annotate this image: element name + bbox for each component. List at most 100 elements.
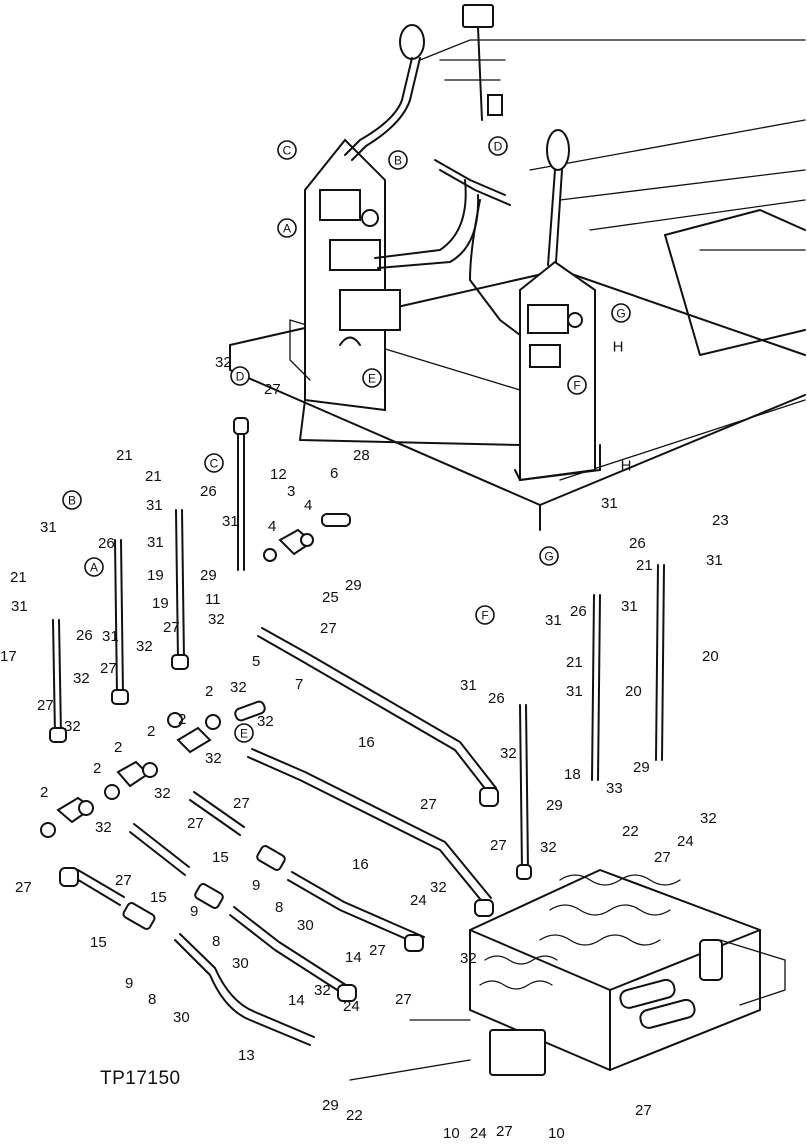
- callout-circle: [277, 218, 297, 238]
- callout-f: F: [567, 375, 587, 395]
- part-number-label: 32: [314, 982, 331, 999]
- callout-a: A: [84, 557, 104, 577]
- callout-letter: D: [236, 370, 245, 384]
- callout-a: A: [277, 218, 297, 238]
- part-number-label: 19: [152, 595, 169, 612]
- callout-circle: [230, 366, 250, 386]
- part-number-label: 31: [40, 519, 57, 536]
- part-number-label: 4: [304, 497, 312, 514]
- part-number-label: 31: [11, 598, 28, 615]
- part-number-label: 26: [629, 535, 646, 552]
- part-number-label: 27: [100, 660, 117, 677]
- part-number-label: 2: [40, 784, 48, 801]
- part-number-label: 33: [606, 780, 623, 797]
- part-number-label: 26: [76, 627, 93, 644]
- callout-letter: H: [621, 458, 632, 475]
- part-number-label: 16: [352, 856, 369, 873]
- part-number-label: 5: [252, 653, 260, 670]
- callout-letter: F: [573, 379, 580, 393]
- part-number-label: 31: [146, 497, 163, 514]
- part-number-label: 31: [460, 677, 477, 694]
- part-number-label: 15: [90, 934, 107, 951]
- part-number-label: 27: [264, 381, 281, 398]
- part-number-label: 32: [540, 839, 557, 856]
- part-number-label: 2: [178, 711, 186, 728]
- callout-circle: [84, 557, 104, 577]
- part-number-label: 9: [125, 975, 133, 992]
- callout-circle: [277, 140, 297, 160]
- callout-letter: A: [90, 561, 98, 575]
- part-number-label: 21: [636, 557, 653, 574]
- part-number-label: 21: [145, 468, 162, 485]
- part-number-label: 15: [150, 889, 167, 906]
- callout-e: E: [362, 368, 382, 388]
- part-number-label: 29: [345, 577, 362, 594]
- part-number-label: 32: [64, 718, 81, 735]
- part-number-label: 27: [420, 796, 437, 813]
- part-number-label: 14: [345, 949, 362, 966]
- callout-circle: [475, 605, 495, 625]
- callout-circle: [62, 490, 82, 510]
- part-number-label: 14: [288, 992, 305, 1009]
- right-control-console: [514, 129, 601, 482]
- part-number-label: 32: [230, 679, 247, 696]
- callout-d: D: [230, 366, 250, 386]
- part-number-label: 21: [566, 654, 583, 671]
- part-number-label: 10: [443, 1125, 460, 1142]
- callout-d: D: [488, 136, 508, 156]
- part-number-label: 27: [115, 872, 132, 889]
- part-number-label: 24: [470, 1125, 487, 1142]
- part-number-label: 4: [268, 518, 276, 535]
- callout-g: G: [539, 546, 559, 566]
- part-number-label: 27: [395, 991, 412, 1008]
- part-number-label: 3: [287, 483, 295, 500]
- callout-letter: E: [368, 372, 376, 386]
- part-number-label: 8: [148, 991, 156, 1008]
- callout-letter: C: [283, 144, 292, 158]
- part-number-label: 24: [677, 833, 694, 850]
- part-number-label: 26: [570, 603, 587, 620]
- part-number-label: 23: [712, 512, 729, 529]
- part-number-label: 2: [147, 723, 155, 740]
- callout-g: G: [611, 303, 631, 323]
- part-number-label: 27: [635, 1102, 652, 1119]
- part-number-label: 31: [147, 534, 164, 551]
- part-number-label: 32: [95, 819, 112, 836]
- part-number-label: 20: [625, 683, 642, 700]
- part-number-label: 27: [654, 849, 671, 866]
- callout-c: C: [204, 453, 224, 473]
- part-number-label: 2: [205, 683, 213, 700]
- part-number-label: 27: [15, 879, 32, 896]
- part-number-label: 13: [238, 1047, 255, 1064]
- callout-b: B: [62, 490, 82, 510]
- part-number-label: 32: [205, 750, 222, 767]
- callout-f: F: [475, 605, 495, 625]
- diagonal-linkage-rods: [59, 627, 499, 1046]
- center-lever-linkage: [374, 4, 521, 336]
- part-number-label: 27: [163, 619, 180, 636]
- part-number-label: 18: [564, 766, 581, 783]
- control-valve-assembly: [349, 869, 786, 1081]
- callout-circle: [204, 453, 224, 473]
- callout-c: C: [277, 140, 297, 160]
- part-number-label: 31: [102, 628, 119, 645]
- part-number-label: 24: [410, 892, 427, 909]
- part-number-label: 8: [275, 899, 283, 916]
- part-number-label: 32: [500, 745, 517, 762]
- left-control-console: [289, 138, 521, 446]
- part-number-label: 26: [488, 690, 505, 707]
- part-number-label: 27: [369, 942, 386, 959]
- part-number-label: 32: [208, 611, 225, 628]
- callout-circle: [362, 368, 382, 388]
- part-number-label: 31: [566, 683, 583, 700]
- callout-letter: H: [613, 339, 624, 356]
- part-number-label: 29: [322, 1097, 339, 1114]
- callout-circle: [234, 723, 254, 743]
- callout-e: E: [234, 723, 254, 743]
- part-number-label: 27: [233, 795, 250, 812]
- callout-circle: [611, 303, 631, 323]
- part-number-label: 9: [190, 903, 198, 920]
- callout-letter: F: [481, 609, 488, 623]
- callout-h: H: [621, 458, 632, 475]
